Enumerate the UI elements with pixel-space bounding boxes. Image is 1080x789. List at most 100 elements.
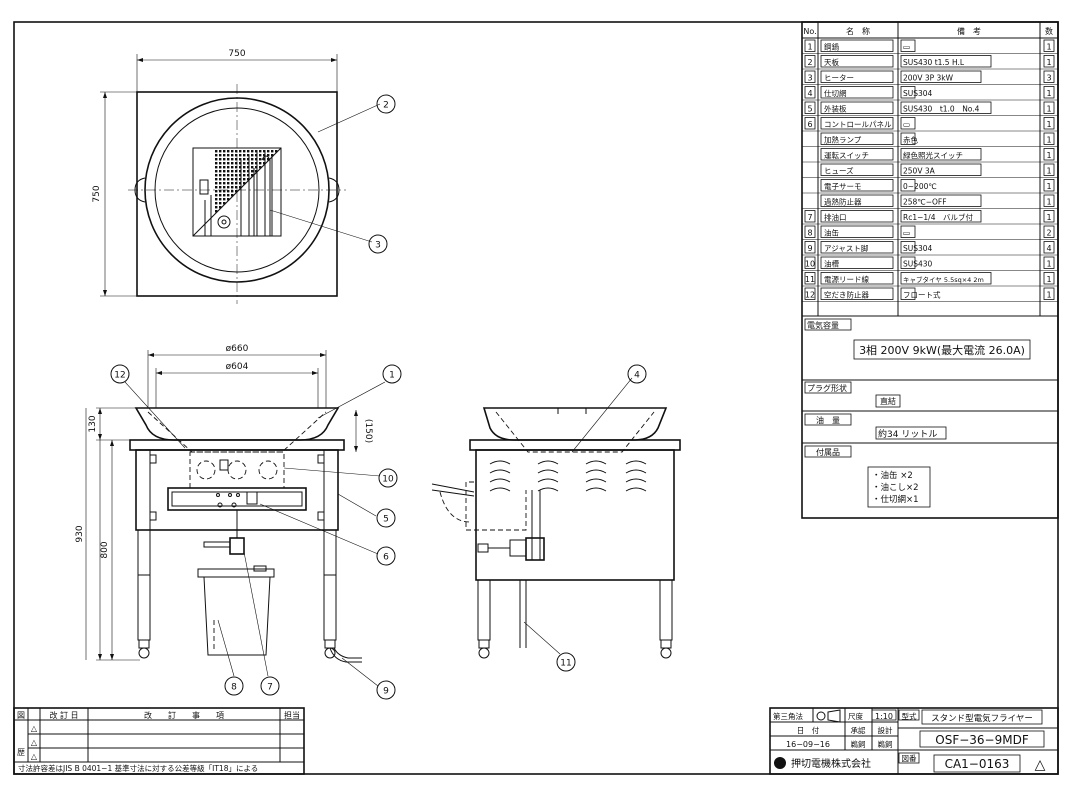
table-cell-qty: 1 (1046, 58, 1051, 67)
table-cell-note: 0~200℃ (903, 182, 937, 191)
tolerance-note: 寸法許容差はJIS B 0401−1 基準寸法に対する公差等級「IT18」による (18, 763, 258, 773)
table-cell-note: SUS430 t1.0 No.4 (903, 105, 980, 114)
balloon-label: 7 (267, 683, 273, 693)
table-cell-no: 4 (807, 89, 812, 98)
balloon-label: 5 (383, 515, 389, 525)
table-cell-name: 空だき防止器 (824, 290, 869, 300)
table-cell-note: 緑色照光スイッチ (903, 150, 963, 160)
table-cell-no: 2 (807, 58, 812, 67)
table-cell-qty: 4 (1046, 244, 1051, 253)
table-cell-name: 天板 (824, 57, 839, 67)
table-cell-note: Rc1−1/4 バルブ付 (903, 212, 973, 222)
rev-col-desc: 改 訂 事 項 (144, 710, 224, 720)
tb-date-value: 16−09−16 (786, 740, 830, 749)
table-cell-note: SUS304 (903, 244, 933, 253)
table-cell-name: 電源リード線 (824, 274, 869, 284)
table-header-no: No. (803, 27, 816, 36)
balloon-12 (110, 364, 130, 384)
dim-top-width: 750 (228, 49, 245, 59)
table-cell-name: 電子サーモ (824, 182, 862, 191)
table-cell-qty: 1 (1046, 198, 1051, 207)
table-cell-no: 9 (807, 244, 812, 253)
table-cell-note: ▭ (903, 229, 910, 238)
table-cell-name: 外装板 (824, 104, 847, 114)
table-cell-qty: 1 (1046, 151, 1051, 160)
dim-h-800: 800 (100, 541, 110, 558)
balloon-label: 3 (375, 241, 381, 251)
revision-block: 図 歴 改 訂 日 改 訂 事 項 担当 △ △ △ 寸法許容差はJIS B 0… (13, 707, 305, 775)
tb-draw-label: 鵜飼 (878, 739, 893, 749)
table-header-name: 名 称 (846, 26, 870, 36)
tb-drawing-label: 図番 (902, 753, 917, 763)
tb-product-name: スタンド型電気フライヤー (931, 713, 1033, 724)
table-cell-name: 運転スイッチ (824, 151, 869, 160)
table-cell-no: 10 (805, 260, 815, 269)
table-cell-name: ヒューズ (824, 166, 854, 176)
balloon-label: 4 (634, 371, 640, 381)
table-cell-name: 油缶 (824, 228, 839, 238)
tb-scale-label: 尺度 (848, 711, 863, 721)
balloon-5 (376, 508, 396, 528)
table-cell-note: SUS430 (903, 260, 933, 269)
dim-h-150: (150) (363, 419, 373, 443)
table-cell-no: 11 (805, 275, 815, 284)
tb-drawing-number: CA1−0163 (945, 757, 1010, 771)
balloon-label: 6 (383, 553, 389, 563)
spec-plug-value: 直結 (880, 396, 896, 406)
tb-rev-triangle: △ (1035, 757, 1046, 773)
rev-col-date: 改 訂 日 (49, 710, 78, 720)
company-logo-icon (774, 757, 786, 769)
table-cell-name: 過熱防止器 (824, 197, 862, 207)
balloon-label: 2 (383, 101, 389, 111)
balloon-label: 1 (389, 371, 395, 381)
balloon-8 (224, 676, 244, 696)
rev-side-label: 歴 (17, 748, 25, 757)
dim-h-930: 930 (75, 525, 85, 542)
tb-scale-value: 1:10 (875, 712, 893, 721)
balloon-2 (376, 94, 396, 114)
projection-symbol-icon (816, 711, 826, 721)
table-cell-qty: 1 (1046, 213, 1051, 222)
table-cell-qty: 3 (1046, 74, 1051, 83)
tb-company: 押切電機株式会社 (791, 757, 871, 770)
table-cell-name: 仕切網 (824, 88, 847, 98)
table-cell-note: キャブタイヤ 5.5sq×4 2m (903, 275, 984, 284)
tb-design-label: 設計 (878, 725, 893, 735)
heater-grid (192, 147, 282, 237)
side-body (475, 449, 675, 581)
tb-date-label: 日 付 (797, 725, 820, 735)
table-cell-note: SUS430 t1.5 H.L (903, 58, 965, 67)
rev-col-mark: 図 (17, 711, 25, 720)
table-header-note: 備 考 (957, 26, 981, 36)
spec-acc-2: ・油こし×2 (872, 482, 919, 493)
table-cell-qty: 1 (1046, 167, 1051, 176)
table-cell-note: ▭ (903, 43, 910, 52)
balloon-label: 11 (560, 659, 571, 669)
table-cell-no: 1 (807, 43, 812, 52)
balloon-9 (376, 680, 396, 700)
table-cell-note: フロート式 (903, 290, 941, 300)
table-cell-qty: 2 (1046, 229, 1051, 238)
balloon-7 (260, 676, 280, 696)
table-cell-name: 排油口 (824, 212, 847, 222)
spec-plug-label: プラグ形状 (807, 383, 847, 393)
table-cell-note: 200V 3P 3kW (903, 74, 954, 83)
table-cell-qty: 1 (1046, 120, 1051, 129)
table-cell-qty: 1 (1046, 43, 1051, 52)
balloon-label: 8 (231, 683, 237, 693)
table-cell-note: SUS304 (903, 89, 933, 98)
rev-mark-2: △ (31, 738, 38, 747)
balloon-3 (368, 234, 388, 254)
table-cell-no: 3 (807, 74, 812, 83)
spec-acc-3: ・仕切網×1 (872, 494, 919, 505)
balloon-label: 9 (383, 687, 389, 697)
table-cell-qty: 1 (1046, 136, 1051, 145)
table-cell-name: ヒーター (824, 74, 854, 83)
tb-projection: 第三角法 (773, 711, 803, 721)
control-panel (167, 487, 307, 511)
tb-model-number: OSF−36−9MDF (935, 733, 1029, 747)
table-cell-name: コントロールパネル (824, 120, 892, 129)
balloon-label: 12 (114, 371, 125, 381)
